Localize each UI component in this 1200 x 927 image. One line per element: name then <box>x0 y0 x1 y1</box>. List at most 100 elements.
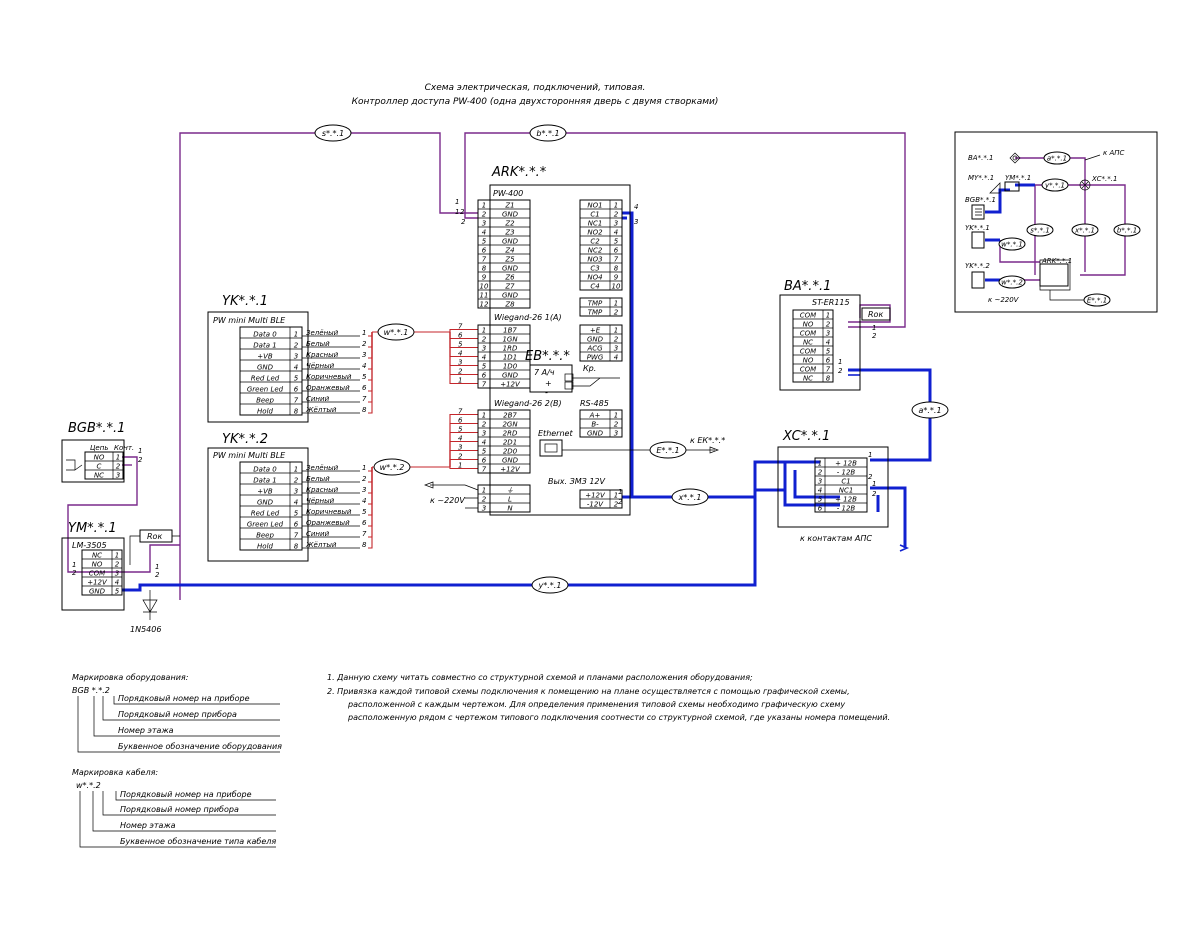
yk1-pin-num-6: 7 <box>294 397 299 405</box>
bgb-pin-label-1: C <box>97 463 102 471</box>
yk2-pin-label-4: Red Led <box>251 510 280 518</box>
yk2-pin-label-1: Data 1 <box>253 477 276 485</box>
xc-note: к контактам АПС <box>800 534 872 543</box>
xc-pin-label-5: - 12В <box>837 505 856 513</box>
yk2-pin-num-4: 5 <box>294 510 299 518</box>
inset-tag-7 <box>1083 293 1111 307</box>
yk1-pin-label-0: Data 0 <box>253 331 277 339</box>
yk1-model: PW mini Multi BLE <box>213 316 286 325</box>
ark-w2-label-6: +12V <box>500 466 521 474</box>
cable-tag-y <box>531 576 569 594</box>
ark-z-label-6: Z5 <box>504 256 515 264</box>
yk2-model: PW mini Multi BLE <box>213 451 286 460</box>
yk1-pin-num-5: 6 <box>294 386 299 394</box>
ark-pin-num-1: 2 <box>482 496 487 504</box>
ba-pin-num-4: 5 <box>826 348 831 356</box>
yk2-pin-label-3: GND <box>257 499 274 507</box>
svg-text:4: 4 <box>634 203 638 211</box>
ark-z-num-6: 7 <box>482 256 487 264</box>
yk2-pin-label-7: Hold <box>257 543 273 551</box>
ark-rs-num-1: 2 <box>614 421 619 429</box>
yk2-wnum-2: 3 <box>362 486 366 494</box>
ark-w1-label-1: 1GN <box>502 336 518 344</box>
ark-vyh-label-1: -12V <box>587 501 604 509</box>
yk1-wire-6: Синий <box>306 395 330 403</box>
inset-tag-2 <box>1026 223 1054 237</box>
eb-kr: Кр. <box>583 364 596 373</box>
yk2-wnum-7: 8 <box>362 541 367 549</box>
ark-w1-num-4: 5 <box>482 363 487 371</box>
k220-label: к ~220V <box>430 496 465 505</box>
ark-w2-num-5: 6 <box>482 457 487 465</box>
inset-tag-label-5: w*.*.1 <box>1001 241 1023 249</box>
ba-pin-num-2: 3 <box>826 330 830 338</box>
svg-text:2: 2 <box>72 569 77 577</box>
inset-bgb-icon <box>971 204 985 220</box>
ark-w2-num-0: 1 <box>482 412 486 420</box>
ark-pin-label-0: ⏚ <box>507 487 514 495</box>
ym-pin-num-1: 2 <box>115 561 120 569</box>
ark-z-label-8: Z6 <box>504 274 515 282</box>
inset-yk2-icon <box>971 271 985 289</box>
cable-tag-a <box>911 401 949 419</box>
ba-pin-num-7: 8 <box>826 375 831 383</box>
ark-w1-num-1: 2 <box>482 336 487 344</box>
ark-w2-label-4: 2D0 <box>503 448 518 456</box>
ark-w2-num-6: 7 <box>482 466 487 474</box>
ark-pin-num-2: 3 <box>482 505 486 513</box>
yk2-ref: YK*.*.2 <box>222 432 268 447</box>
yk1-wnum-6: 7 <box>362 395 367 403</box>
svg-text:1: 1 <box>838 358 842 366</box>
ba-model: ST-ER115 <box>812 298 850 307</box>
ark-pin-label-1: L <box>508 496 512 504</box>
cable-b-label: b*.*.1 <box>536 129 559 138</box>
ark-relay-num-2: 3 <box>614 220 618 228</box>
inset-ark-icon <box>1039 263 1069 287</box>
ym-pin-num-4: 5 <box>115 588 120 596</box>
svg-text:6: 6 <box>458 332 463 340</box>
bgb-ref: BGB*.*.1 <box>68 421 125 436</box>
yk2-pin-num-2: 3 <box>294 488 298 496</box>
ark-pin-label-2: N <box>507 505 513 513</box>
yk2-pin-label-6: Beep <box>256 532 274 540</box>
ark-vyh-num-1: 2 <box>614 501 619 509</box>
yk1-pin-num-1: 2 <box>294 342 299 350</box>
bgb-pin-num-1: 2 <box>116 463 121 471</box>
inset-tag-5 <box>998 237 1026 251</box>
yk2-wnum-0: 1 <box>362 464 366 472</box>
ym-pin-label-3: +12V <box>87 579 108 587</box>
xc-pin-num-5: 6 <box>818 505 823 513</box>
yk1-pin-label-3: GND <box>257 364 274 372</box>
cable-tag-w2 <box>373 458 411 476</box>
ark-vyh-num-0: 1 <box>614 492 618 500</box>
svg-text:3: 3 <box>634 218 638 226</box>
yk1-ref: YK*.*.1 <box>222 294 268 309</box>
svg-text:3: 3 <box>458 359 462 367</box>
svg-text:2: 2 <box>155 571 160 579</box>
ark-tmp-num-0: 1 <box>614 300 618 308</box>
yk1-wnum-5: 6 <box>362 384 367 392</box>
cable-e-label: E*.*.1 <box>656 446 679 455</box>
bgb-pin-label-0: NO <box>94 454 105 462</box>
yk2-wnum-1: 2 <box>362 475 367 483</box>
svg-text:1: 1 <box>618 488 622 496</box>
ark-relay-num-7: 8 <box>614 265 619 273</box>
inset-yk2: YK*.*.2 <box>965 262 990 270</box>
cable-s-label: s*.*.1 <box>322 129 344 138</box>
ark-z-label-2: Z2 <box>504 220 515 228</box>
ark-w1-label-6: +12V <box>500 381 521 389</box>
yk2-wire-1: Белый <box>306 475 330 483</box>
ek-label: к ЕК*.*.* <box>690 436 725 445</box>
ba-rok: Rок <box>868 310 883 319</box>
legend-cable-line3: Номер этажа <box>120 821 176 830</box>
svg-text:+: + <box>545 379 552 388</box>
svg-text:1: 1 <box>872 480 876 488</box>
svg-text:1: 1 <box>872 324 876 332</box>
legend-equip-line1: Порядковый номер на приборе <box>118 694 250 703</box>
inset-tag-label-6: w*.*.2 <box>1001 279 1023 287</box>
ark-rs-num-2: 3 <box>614 430 618 438</box>
xc-pin-label-0: + 12В <box>835 460 857 468</box>
ark-rs-label-2: GND <box>587 430 604 438</box>
inset-tag-label-4: b*.*.1 <box>1117 227 1137 235</box>
